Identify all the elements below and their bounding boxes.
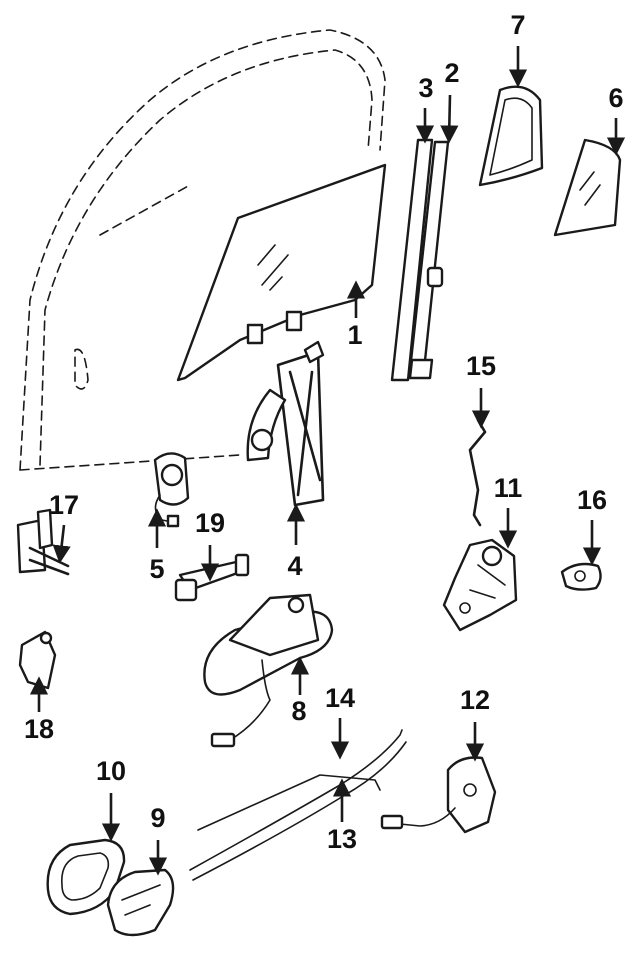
inside-handle-part <box>106 868 175 937</box>
callout-3: 3 <box>418 73 433 103</box>
lock-actuator-part <box>380 756 497 834</box>
door-outline <box>19 29 386 471</box>
callout-6: 6 <box>608 83 623 113</box>
door-hinge-part <box>16 508 70 576</box>
callout-8: 8 <box>291 696 306 726</box>
callout-15: 15 <box>466 351 496 381</box>
callout-1: 1 <box>347 320 362 350</box>
glass-run-channel-parts <box>390 138 450 382</box>
regulator-motor-part <box>153 452 190 528</box>
callout-10: 10 <box>96 756 126 786</box>
callout-16: 16 <box>577 485 607 515</box>
callout-12: 12 <box>460 685 490 715</box>
inside-handle-bezel-part <box>46 838 126 916</box>
callout-11: 11 <box>494 473 523 503</box>
lock-rod-part <box>468 418 487 527</box>
callout-17: 17 <box>49 490 79 520</box>
window-regulator-part <box>246 340 325 507</box>
callout-14: 14 <box>325 683 355 713</box>
leader-arrows <box>29 46 626 876</box>
callout-4: 4 <box>287 551 302 581</box>
door-latch-part <box>442 538 518 632</box>
callout-19: 19 <box>195 508 225 538</box>
quarter-window-seal-part <box>478 85 544 187</box>
callout-2: 2 <box>444 58 459 88</box>
quarter-glass-part <box>553 138 622 237</box>
rods-parts <box>189 729 407 881</box>
outside-handle-part <box>203 593 334 748</box>
callout-13: 13 <box>327 824 357 854</box>
callout-18: 18 <box>24 714 54 744</box>
callout-labels: 1 2 3 4 5 6 7 8 9 10 11 12 13 14 15 16 1… <box>24 10 624 854</box>
callout-9: 9 <box>150 803 165 833</box>
striker-part <box>560 562 602 591</box>
callout-5: 5 <box>149 554 164 584</box>
door-check-part <box>174 553 250 602</box>
callout-7: 7 <box>510 10 525 40</box>
lower-hinge-part <box>18 630 57 690</box>
